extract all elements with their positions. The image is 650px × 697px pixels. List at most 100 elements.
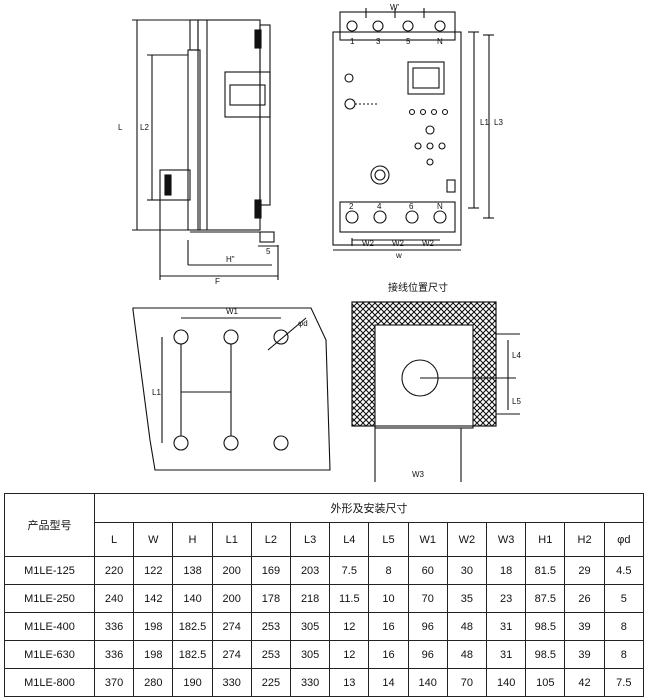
group-header: 外形及安装尺寸	[94, 493, 644, 523]
value-cell: 12	[329, 640, 370, 669]
value-cell: 200	[211, 584, 252, 613]
value-cell: 42	[564, 668, 605, 697]
value-cell: 7.5	[603, 668, 645, 697]
model-cell: M1LE-400	[4, 612, 95, 641]
model-cell: M1LE-800	[4, 668, 95, 697]
column-header: H2	[564, 522, 605, 557]
terminal-bottom-4: 4	[377, 202, 382, 211]
model-cell: M1LE-250	[4, 584, 95, 613]
dim-L3: L3	[494, 118, 503, 127]
column-header: W	[133, 522, 174, 557]
value-cell: 16	[368, 612, 409, 641]
column-header: W2	[446, 522, 488, 557]
value-cell: 305	[290, 612, 331, 641]
column-header: L1	[211, 522, 252, 557]
value-cell: 8	[603, 612, 645, 641]
value-cell: 60	[407, 556, 448, 585]
terminal-bottom-6: 6	[409, 202, 414, 211]
mounting-plate	[132, 307, 331, 471]
side-view-labels: L L2 H" F 5	[118, 123, 271, 286]
value-cell: 274	[211, 640, 252, 669]
column-header: φd	[603, 522, 645, 557]
value-cell: 23	[486, 584, 527, 613]
value-cell: 336	[93, 612, 135, 641]
value-cell: 31	[486, 640, 527, 669]
dimension-table: 产品型号 外形及安装尺寸 L W H L1 L2 L3 L4 L5 W1 W2 …	[4, 493, 645, 697]
terminal-bottom-2: 2	[349, 202, 354, 211]
value-cell: 98.5	[525, 640, 566, 669]
model-header: 产品型号	[4, 493, 95, 557]
dim-L1: L1	[480, 118, 489, 127]
column-header: L4	[329, 522, 370, 557]
value-cell: 96	[407, 640, 448, 669]
value-cell: 218	[290, 584, 331, 613]
value-cell: 70	[407, 584, 448, 613]
value-cell: 8	[603, 640, 645, 669]
dim-W1-top: W'	[390, 3, 400, 12]
value-cell: 220	[93, 556, 135, 585]
value-cell: 142	[133, 584, 174, 613]
dim-W: w	[395, 251, 402, 260]
value-cell: 87.5	[525, 584, 566, 613]
value-cell: 280	[133, 668, 174, 697]
column-header: H1	[525, 522, 566, 557]
value-cell: 39	[564, 612, 605, 641]
dim-H1: H"	[226, 255, 235, 264]
value-cell: 8	[368, 556, 409, 585]
value-cell: 240	[93, 584, 135, 613]
model-cell: M1LE-630	[4, 640, 95, 669]
wiring-labels: 接线位置尺寸 L4 L5 W3	[388, 281, 521, 479]
model-cell: M1LE-125	[4, 556, 95, 585]
side-view	[132, 19, 279, 280]
dim-W2-b: W2	[392, 239, 405, 248]
value-cell: 48	[446, 640, 488, 669]
dim-L1-mount: L1	[152, 388, 161, 397]
column-header: L2	[250, 522, 292, 557]
value-cell: 198	[133, 640, 174, 669]
value-cell: 140	[486, 668, 527, 697]
value-cell: 203	[290, 556, 331, 585]
value-cell: 16	[368, 640, 409, 669]
value-cell: 10	[368, 584, 409, 613]
value-cell: 18	[486, 556, 527, 585]
dim-L: L	[118, 123, 123, 132]
value-cell: 330	[290, 668, 331, 697]
wiring-title: 接线位置尺寸	[388, 281, 448, 294]
value-cell: 330	[211, 668, 252, 697]
dim-L5-wire: L5	[512, 397, 521, 406]
value-cell: 200	[211, 556, 252, 585]
value-cell: 253	[250, 612, 292, 641]
value-cell: 81.5	[525, 556, 566, 585]
technical-drawing: L L2 H" F 5 W' L1 L3 w W2 W2 W2 1 3 5 N …	[118, 3, 521, 482]
dim-L2: L2	[140, 123, 149, 132]
value-cell: 13	[329, 668, 370, 697]
value-cell: 5	[603, 584, 645, 613]
value-cell: 122	[133, 556, 174, 585]
value-cell: 178	[250, 584, 292, 613]
value-cell: 96	[407, 612, 448, 641]
value-cell: 29	[564, 556, 605, 585]
dim-W2-a: W2	[362, 239, 375, 248]
terminal-top-3: 3	[376, 37, 381, 46]
value-cell: 12	[329, 612, 370, 641]
column-header: W1	[407, 522, 448, 557]
column-header: H	[172, 522, 213, 557]
column-header: L3	[290, 522, 331, 557]
terminal-top-N: N	[437, 37, 443, 46]
value-cell: 30	[446, 556, 488, 585]
dim-W3: W3	[412, 470, 425, 479]
value-cell: 26	[564, 584, 605, 613]
value-cell: 98.5	[525, 612, 566, 641]
dim-W2-c: W2	[422, 239, 435, 248]
dim-W1: W1	[226, 307, 239, 316]
value-cell: 4.5	[603, 556, 645, 585]
value-cell: 140	[172, 584, 213, 613]
value-cell: 182.5	[172, 640, 213, 669]
value-cell: 105	[525, 668, 566, 697]
value-cell: 370	[93, 668, 135, 697]
